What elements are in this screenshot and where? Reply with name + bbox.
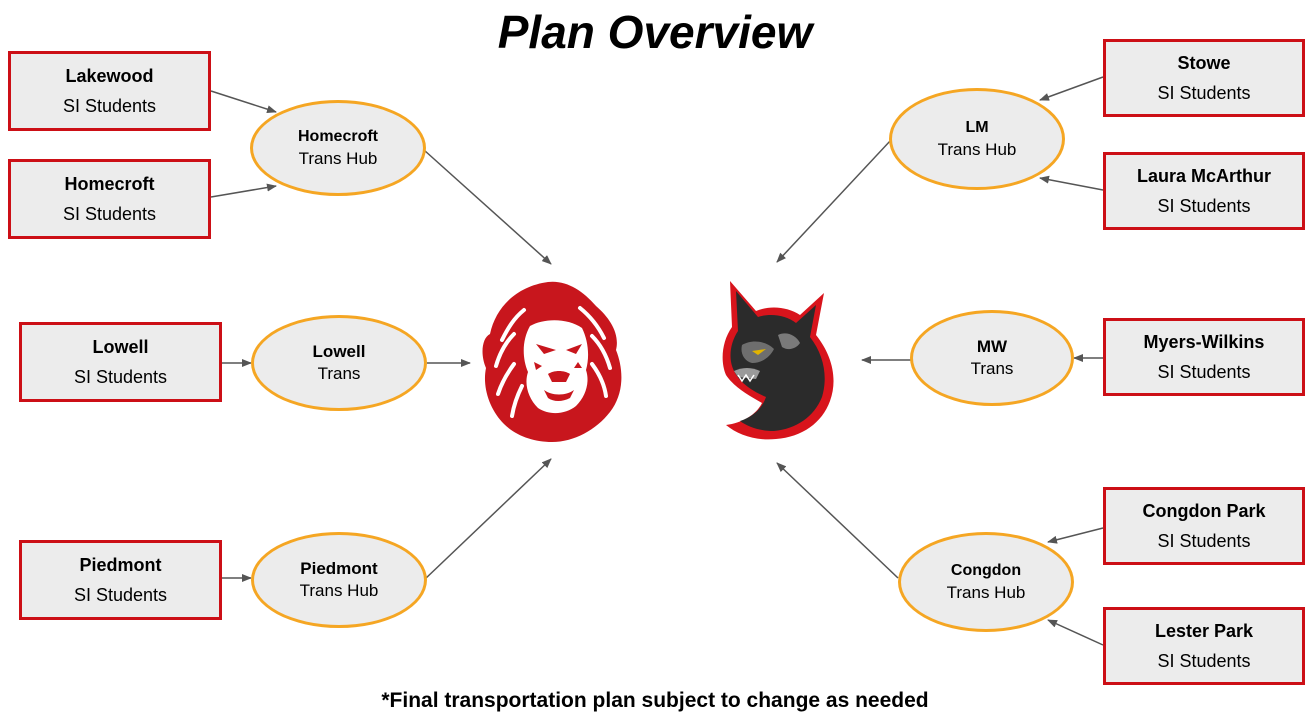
arrow-homecroft-to-homecroft-hub bbox=[210, 183, 277, 198]
hub-lm[interactable]: LM Trans Hub bbox=[889, 88, 1065, 190]
hub-mw[interactable]: MW Trans bbox=[910, 310, 1074, 406]
page-title: Plan Overview bbox=[497, 6, 813, 58]
hub-name: Piedmont bbox=[300, 559, 378, 578]
school-name: Stowe bbox=[1177, 53, 1231, 73]
hub-name: Lowell bbox=[312, 342, 366, 361]
school-sub: SI Students bbox=[62, 96, 157, 116]
school-box-congdon-park[interactable]: Congdon Park SI Students bbox=[1103, 487, 1305, 565]
school-sub: SI Students bbox=[62, 204, 157, 224]
arrow-lakewood-to-homecroft-hub bbox=[210, 90, 277, 114]
school-box-lowell[interactable]: Lowell SI Students bbox=[19, 322, 222, 402]
hub-sub: Trans bbox=[317, 364, 361, 383]
school-name: Lowell bbox=[92, 337, 149, 357]
arrow-stowe-to-lm-hub bbox=[1039, 76, 1104, 101]
school-sub: SI Students bbox=[1157, 362, 1251, 382]
school-box-homecroft[interactable]: Homecroft SI Students bbox=[8, 159, 211, 239]
hub-sub: Trans bbox=[970, 359, 1014, 378]
hub-lowell[interactable]: Lowell Trans bbox=[251, 315, 427, 411]
arrow-piedmont-hub-to-lion bbox=[423, 458, 552, 581]
school-name: Congdon Park bbox=[1142, 501, 1266, 521]
school-sub: SI Students bbox=[1157, 651, 1251, 671]
hub-homecroft[interactable]: Homecroft Trans Hub bbox=[250, 100, 426, 196]
arrow-lester-park-to-congdon-hub bbox=[1047, 619, 1104, 646]
hub-sub: Trans Hub bbox=[299, 581, 379, 600]
school-sub: SI Students bbox=[1157, 196, 1251, 216]
hub-sub: Trans Hub bbox=[298, 149, 378, 168]
school-name: Lakewood bbox=[65, 66, 154, 86]
school-box-lester-park[interactable]: Lester Park SI Students bbox=[1103, 607, 1305, 685]
school-sub: SI Students bbox=[73, 367, 168, 387]
hub-name: Congdon bbox=[950, 562, 1022, 579]
arrow-laura-mcarthur-to-lm-hub bbox=[1039, 175, 1104, 191]
lion-mascot-icon bbox=[482, 281, 622, 442]
school-sub: SI Students bbox=[73, 585, 168, 605]
school-box-piedmont[interactable]: Piedmont SI Students bbox=[19, 540, 222, 620]
hub-name: LM bbox=[965, 119, 989, 136]
school-sub: SI Students bbox=[1157, 531, 1251, 551]
footnote: *Final transportation plan subject to ch… bbox=[381, 689, 929, 712]
school-box-lakewood[interactable]: Lakewood SI Students bbox=[8, 51, 211, 131]
arrow-congdon-hub-to-wolf bbox=[776, 462, 899, 579]
school-name: Laura McArthur bbox=[1136, 166, 1271, 186]
arrow-congdon-park-to-congdon-hub bbox=[1047, 527, 1104, 544]
hub-sub: Trans Hub bbox=[937, 140, 1017, 159]
school-name: Lester Park bbox=[1154, 621, 1254, 641]
school-box-laura-mcarthur[interactable]: Laura McArthur SI Students bbox=[1103, 152, 1305, 230]
arrow-homecroft-hub-to-lion bbox=[423, 149, 552, 265]
hub-piedmont[interactable]: Piedmont Trans Hub bbox=[251, 532, 427, 628]
school-box-stowe[interactable]: Stowe SI Students bbox=[1103, 39, 1305, 117]
school-name: Homecroft bbox=[64, 174, 155, 194]
school-name: Myers-Wilkins bbox=[1143, 332, 1265, 352]
school-sub: SI Students bbox=[1157, 83, 1251, 103]
hub-congdon[interactable]: Congdon Trans Hub bbox=[898, 532, 1074, 632]
arrow-lm-hub-to-wolf bbox=[776, 139, 892, 263]
school-box-myers-wilkins[interactable]: Myers-Wilkins SI Students bbox=[1103, 318, 1305, 396]
hub-name: Homecroft bbox=[297, 128, 378, 145]
hub-sub: Trans Hub bbox=[946, 583, 1026, 602]
wolf-mascot-icon bbox=[722, 281, 834, 440]
school-name: Piedmont bbox=[79, 555, 162, 575]
hub-name: MW bbox=[976, 337, 1008, 356]
